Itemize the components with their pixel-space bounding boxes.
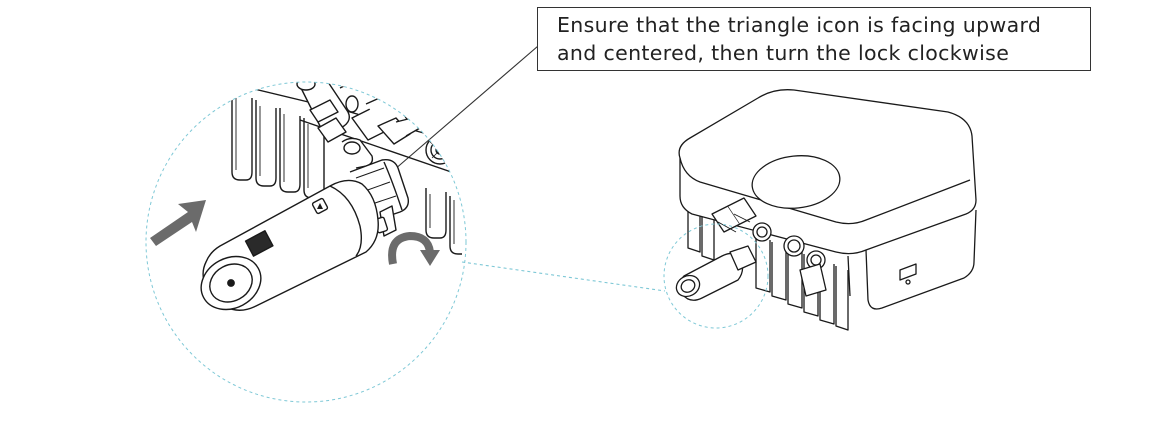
instruction-callout: Ensure that the triangle icon is facing …	[537, 7, 1091, 71]
zoom-connector-lines	[461, 261, 666, 292]
instruction-line-2: and centered, then turn the lock clockwi…	[557, 41, 1010, 65]
inverter-heatsink	[687, 210, 849, 331]
wifi-dongle	[200, 179, 379, 311]
leader-line	[393, 39, 546, 171]
clockwise-rotate-icon	[388, 231, 440, 266]
zoom-detail-view	[145, 81, 467, 403]
small-zoom-circle	[663, 223, 769, 329]
zoom-circle	[145, 81, 467, 403]
instruction-line-1: Ensure that the triangle icon is facing …	[557, 13, 1042, 37]
heatsink-fins	[231, 88, 462, 255]
round-port	[425, 135, 455, 165]
small-dongle	[675, 245, 757, 301]
qr-label	[244, 230, 274, 257]
push-arrow-icon	[150, 200, 206, 246]
inverter-overview	[663, 89, 977, 331]
inverter-ports	[711, 197, 827, 297]
